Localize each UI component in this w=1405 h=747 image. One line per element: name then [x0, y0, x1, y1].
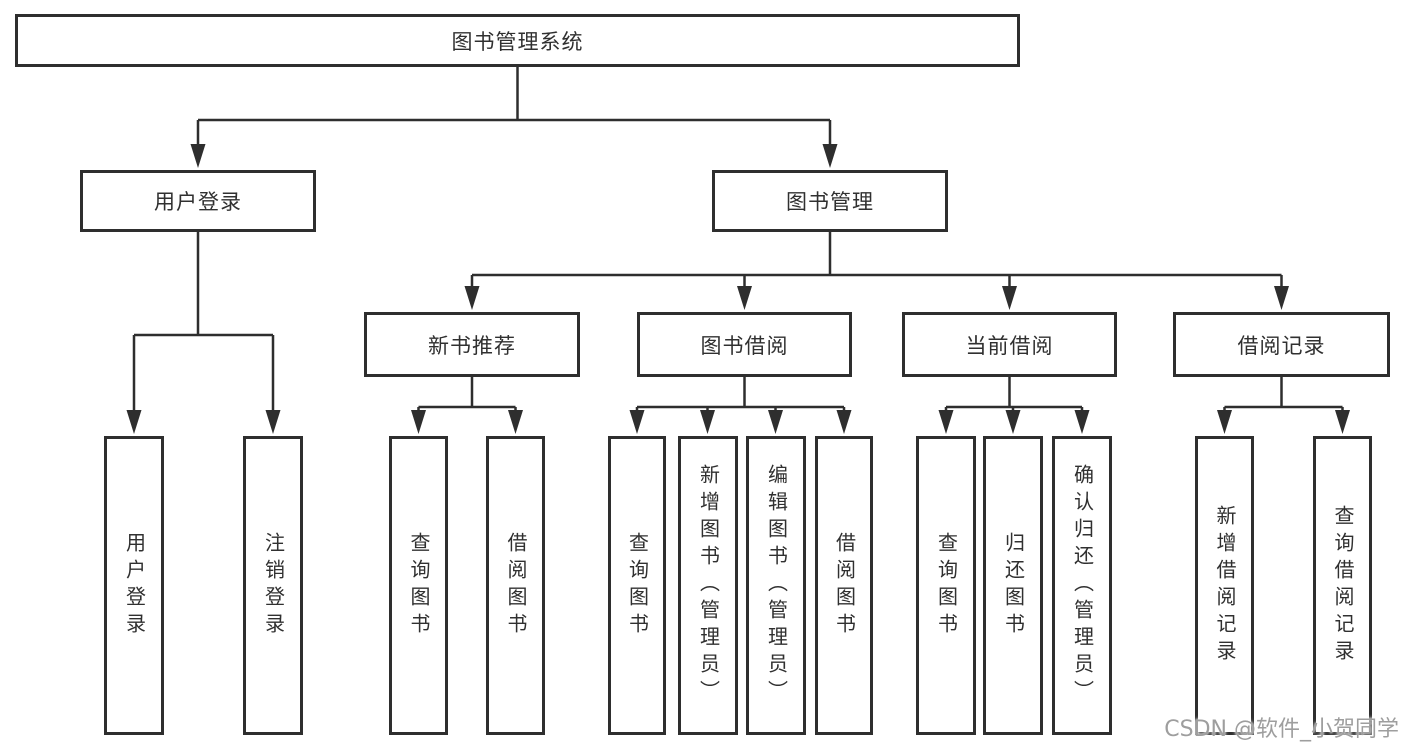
leaf-borrow-books-borrowing-label: 借阅图书	[832, 531, 857, 640]
leaf-query-books-current: 查询图书	[916, 436, 976, 735]
leaf-return-books-label: 归还图书	[1001, 531, 1026, 640]
node-book-management: 图书管理	[712, 170, 948, 232]
leaf-edit-books-admin: 编辑图书（管理员）	[746, 436, 806, 735]
leaf-add-books-admin: 新增图书（管理员）	[678, 436, 738, 735]
leaf-user-login: 用户登录	[104, 436, 164, 735]
node-library-system: 图书管理系统	[15, 14, 1020, 67]
leaf-query-borrow-record: 查询借阅记录	[1313, 436, 1372, 735]
node-current-borrowing-label: 当前借阅	[965, 333, 1054, 358]
node-new-book-recommendation: 新书推荐	[364, 312, 580, 377]
leaf-logout-login: 注销登录	[243, 436, 303, 735]
leaf-borrow-books-recommend: 借阅图书	[486, 436, 545, 735]
node-user-login: 用户登录	[80, 170, 316, 232]
leaf-query-books-borrowing-label: 查询图书	[625, 531, 650, 640]
node-new-book-recommendation-label: 新书推荐	[428, 333, 516, 358]
leaf-confirm-return-admin: 确认归还（管理员）	[1052, 436, 1112, 735]
leaf-query-books-recommend: 查询图书	[389, 436, 448, 735]
leaf-confirm-return-admin-label: 确认归还（管理员）	[1070, 464, 1095, 707]
watermark: CSDN @软件_小贺同学	[1164, 717, 1399, 742]
leaf-query-books-recommend-label: 查询图书	[407, 531, 431, 640]
node-current-borrowing: 当前借阅	[902, 312, 1117, 377]
leaf-query-books-current-label: 查询图书	[934, 531, 959, 640]
leaf-edit-books-admin-label: 编辑图书（管理员）	[764, 464, 789, 707]
leaf-add-books-admin-label: 新增图书（管理员）	[696, 464, 721, 707]
leaf-logout-login-label: 注销登录	[261, 531, 286, 640]
leaf-query-books-borrowing: 查询图书	[608, 436, 666, 735]
leaf-query-borrow-record-label: 查询借阅记录	[1331, 504, 1355, 667]
leaf-return-books: 归还图书	[983, 436, 1043, 735]
node-borrowing-records-label: 借阅记录	[1237, 333, 1326, 358]
leaf-add-borrow-record-label: 新增借阅记录	[1213, 504, 1237, 667]
node-library-system-label: 图书管理系统	[451, 29, 584, 54]
node-borrowing-records: 借阅记录	[1173, 312, 1390, 377]
node-book-borrowing: 图书借阅	[637, 312, 852, 377]
node-book-management-label: 图书管理	[786, 190, 874, 214]
node-book-borrowing-label: 图书借阅	[700, 333, 789, 358]
leaf-borrow-books-borrowing: 借阅图书	[815, 436, 873, 735]
arrowhead-icons	[126, 144, 1350, 434]
leaf-borrow-books-recommend-label: 借阅图书	[504, 531, 528, 640]
tree-branch-lines	[132, 67, 1344, 412]
leaf-user-login-label: 用户登录	[122, 531, 147, 640]
leaf-add-borrow-record: 新增借阅记录	[1195, 436, 1254, 735]
node-user-login-label: 用户登录	[154, 190, 242, 214]
